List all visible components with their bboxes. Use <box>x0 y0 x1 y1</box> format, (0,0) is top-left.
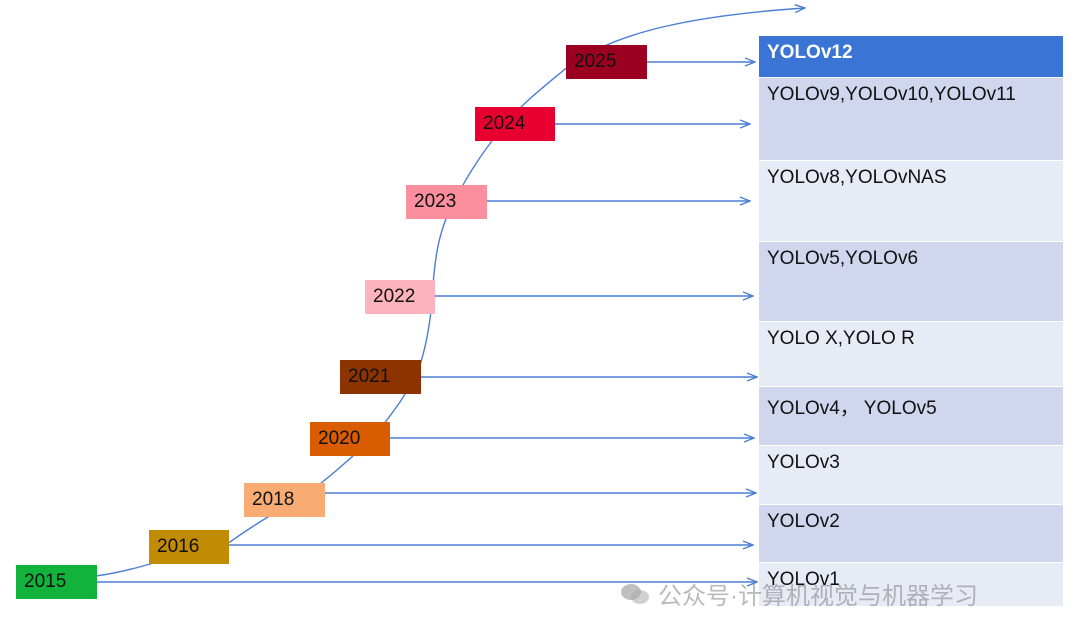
year-box-2020: 2020 <box>310 422 390 456</box>
year-box-2024: 2024 <box>475 107 555 141</box>
year-box-2022: 2022 <box>365 280 435 314</box>
version-row-yolov12: YOLOv12 <box>759 36 1063 78</box>
version-row-yolov4-v5: YOLOv4， YOLOv5 <box>759 387 1063 446</box>
version-row-yolox-yolor: YOLO X,YOLO R <box>759 322 1063 387</box>
year-to-version-arrows <box>97 62 757 582</box>
version-row-yolov9-v10-v11: YOLOv9,YOLOv10,YOLOv11 <box>759 78 1063 161</box>
year-box-2016: 2016 <box>149 530 229 564</box>
timeline-curve <box>95 8 805 577</box>
version-row-yolov2: YOLOv2 <box>759 505 1063 563</box>
year-box-2023: 2023 <box>406 185 487 219</box>
version-row-yolov3: YOLOv3 <box>759 446 1063 505</box>
year-box-2018: 2018 <box>244 483 325 517</box>
year-box-2025: 2025 <box>566 45 647 79</box>
year-box-2015: 2015 <box>16 565 97 599</box>
version-row-yolov1: YOLOv1 <box>759 563 1063 607</box>
watermark-text: 公众号·计算机视觉与机器学习 <box>658 583 978 610</box>
watermark: 公众号·计算机视觉与机器学习 <box>620 576 978 611</box>
version-row-yolov5-v6: YOLOv5,YOLOv6 <box>759 242 1063 322</box>
year-box-2021: 2021 <box>340 360 421 394</box>
wechat-icon <box>621 583 649 604</box>
version-row-yolov8-nas: YOLOv8,YOLOvNAS <box>759 161 1063 242</box>
